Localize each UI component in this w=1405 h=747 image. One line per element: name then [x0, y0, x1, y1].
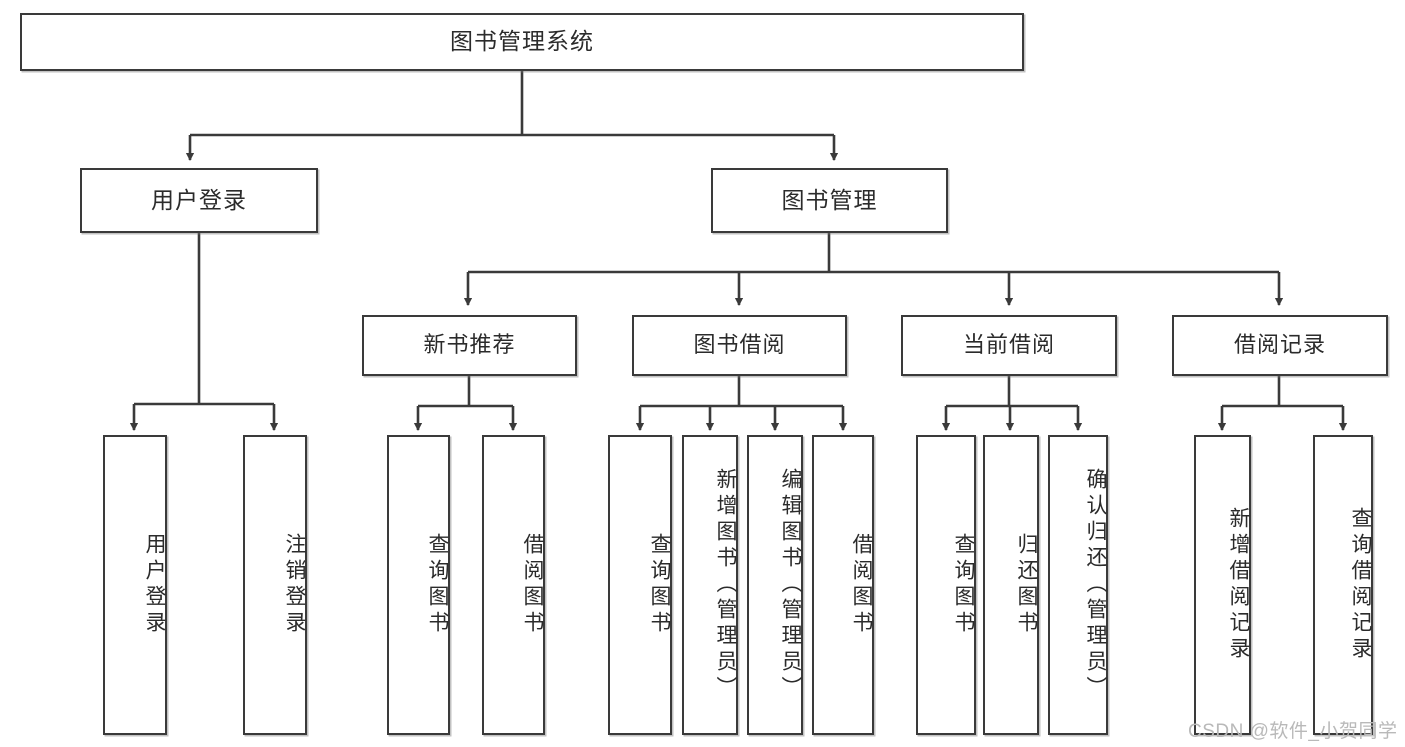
node-leaf-logout-label: 注销登录	[283, 533, 306, 637]
csdn-watermark: CSDN @软件_小贺同学	[1188, 721, 1398, 742]
node-leaf-query-book-newbook-label: 查询图书	[426, 533, 449, 637]
node-user-login-label: 用户登录	[151, 186, 247, 213]
node-leaf-query-book-current[interactable]: 查询图书	[916, 435, 976, 735]
node-leaf-user-login[interactable]: 用户登录	[103, 435, 167, 735]
node-leaf-confirm-return-admin-label: 确认归还（管理员）	[1084, 468, 1107, 702]
node-leaf-edit-book-admin-label: 编辑图书（管理员）	[779, 468, 802, 702]
node-leaf-return-book[interactable]: 归还图书	[983, 435, 1039, 735]
node-leaf-add-book-admin-label: 新增图书（管理员）	[714, 468, 737, 702]
node-leaf-query-book-current-label: 查询图书	[952, 533, 975, 637]
node-leaf-confirm-return-admin[interactable]: 确认归还（管理员）	[1048, 435, 1108, 735]
node-current-borrow[interactable]: 当前借阅	[901, 315, 1117, 376]
node-leaf-add-borrow-record[interactable]: 新增借阅记录	[1194, 435, 1251, 735]
node-leaf-borrow-book-newbook[interactable]: 借阅图书	[482, 435, 545, 735]
node-leaf-add-book-admin[interactable]: 新增图书（管理员）	[682, 435, 738, 735]
node-leaf-borrow-book-newbook-label: 借阅图书	[521, 533, 544, 637]
node-leaf-add-borrow-record-label: 新增借阅记录	[1227, 507, 1250, 663]
node-book-management[interactable]: 图书管理	[711, 168, 948, 233]
node-book-management-label: 图书管理	[781, 186, 878, 213]
node-leaf-query-book-borrow[interactable]: 查询图书	[608, 435, 672, 735]
node-borrow-records-label: 借阅记录	[1233, 332, 1326, 358]
node-new-book-recommend-label: 新书推荐	[423, 332, 516, 358]
node-user-login[interactable]: 用户登录	[80, 168, 318, 233]
node-leaf-return-book-label: 归还图书	[1015, 533, 1038, 637]
node-new-book-recommend[interactable]: 新书推荐	[362, 315, 577, 376]
node-borrow-records[interactable]: 借阅记录	[1172, 315, 1388, 376]
node-leaf-query-borrow-record[interactable]: 查询借阅记录	[1313, 435, 1373, 735]
node-leaf-query-book-newbook[interactable]: 查询图书	[387, 435, 450, 735]
node-leaf-logout[interactable]: 注销登录	[243, 435, 307, 735]
node-leaf-borrow-book[interactable]: 借阅图书	[812, 435, 874, 735]
node-leaf-edit-book-admin[interactable]: 编辑图书（管理员）	[747, 435, 803, 735]
node-root-label: 图书管理系统	[450, 28, 594, 55]
node-leaf-query-book-borrow-label: 查询图书	[648, 533, 671, 637]
node-leaf-query-borrow-record-label: 查询借阅记录	[1349, 507, 1372, 663]
node-book-borrow[interactable]: 图书借阅	[632, 315, 847, 376]
node-leaf-borrow-book-label: 借阅图书	[850, 533, 873, 637]
node-book-borrow-label: 图书借阅	[693, 332, 786, 358]
node-leaf-user-login-label: 用户登录	[143, 533, 166, 637]
node-current-borrow-label: 当前借阅	[962, 332, 1055, 358]
node-root[interactable]: 图书管理系统	[20, 13, 1024, 71]
